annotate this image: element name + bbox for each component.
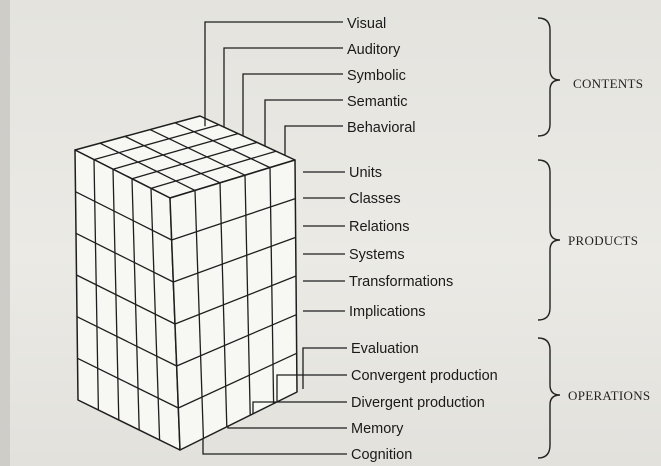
operations-leader-line [276, 374, 347, 402]
page-edge [0, 0, 10, 466]
cube-top-gridline [112, 132, 239, 170]
products-label-relations: Relations [349, 219, 409, 235]
products-label-systems: Systems [349, 247, 405, 263]
operations-label-evaluation: Evaluation [351, 341, 419, 357]
contents-leader-line [242, 73, 343, 136]
contents-label-visual: Visual [347, 16, 386, 32]
contents-leader-line [204, 21, 343, 127]
operations-label-cognition: Cognition [351, 447, 412, 463]
cube-left-gridline [76, 274, 176, 325]
cube-left-gridline [75, 232, 174, 283]
cube-top-gridline [99, 142, 196, 191]
contents-label-auditory: Auditory [347, 42, 401, 58]
cube-top-gridline [131, 141, 258, 180]
contents-group-label: CONTENTS [573, 76, 643, 91]
operations-label-memory: Memory [351, 421, 404, 437]
products-group-label: PRODUCTS [568, 233, 638, 248]
contents-leader-line [264, 99, 343, 147]
cube-left-gridline [76, 316, 177, 367]
cube-right-gridline [176, 314, 297, 367]
cube-left-gridline [75, 191, 172, 241]
cube [74, 115, 298, 451]
cube-top-gridline [124, 135, 221, 184]
cube-top-gridline [149, 129, 246, 176]
operations-label-convergent-production: Convergent production [351, 368, 498, 384]
cube-right-gridline [178, 352, 297, 409]
products-label-transformations: Transformations [349, 274, 453, 290]
operations-brace [537, 337, 561, 459]
leader-lines [202, 21, 347, 455]
operations-group-label: OPERATIONS [568, 388, 650, 403]
cube-top-gridline [174, 122, 271, 169]
contents-brace [537, 17, 561, 137]
cube-top-gridline [150, 150, 277, 190]
contents-leader-line [284, 125, 343, 156]
cube-right-gridline [174, 275, 297, 325]
products-label-implications: Implications [349, 304, 426, 320]
cube-right-face [169, 159, 298, 451]
cube-right-gridline [173, 236, 296, 283]
operations-leader-line [227, 426, 347, 429]
contents-label-symbolic: Symbolic [347, 68, 406, 84]
operations-labels: Evaluation Convergent production Diverge… [351, 341, 498, 463]
products-label-units: Units [349, 165, 382, 181]
operations-leader-line [252, 401, 347, 414]
contents-leader-line [223, 47, 343, 128]
contents-label-behavioral: Behavioral [347, 120, 416, 136]
cube-top-gridline [93, 124, 220, 161]
contents-labels: Visual Auditory Symbolic Semantic Behavi… [347, 16, 416, 136]
contents-label-semantic: Semantic [347, 94, 407, 110]
products-labels: Units Classes Relations Systems Transfor… [349, 165, 453, 320]
operations-label-divergent-production: Divergent production [351, 395, 485, 411]
operations-leader-line [202, 438, 347, 455]
cube-left-gridline [77, 357, 179, 409]
operations-leader-line [302, 347, 347, 389]
products-label-classes: Classes [349, 191, 401, 207]
cube-right-gridline [171, 198, 296, 241]
products-brace [537, 159, 561, 321]
